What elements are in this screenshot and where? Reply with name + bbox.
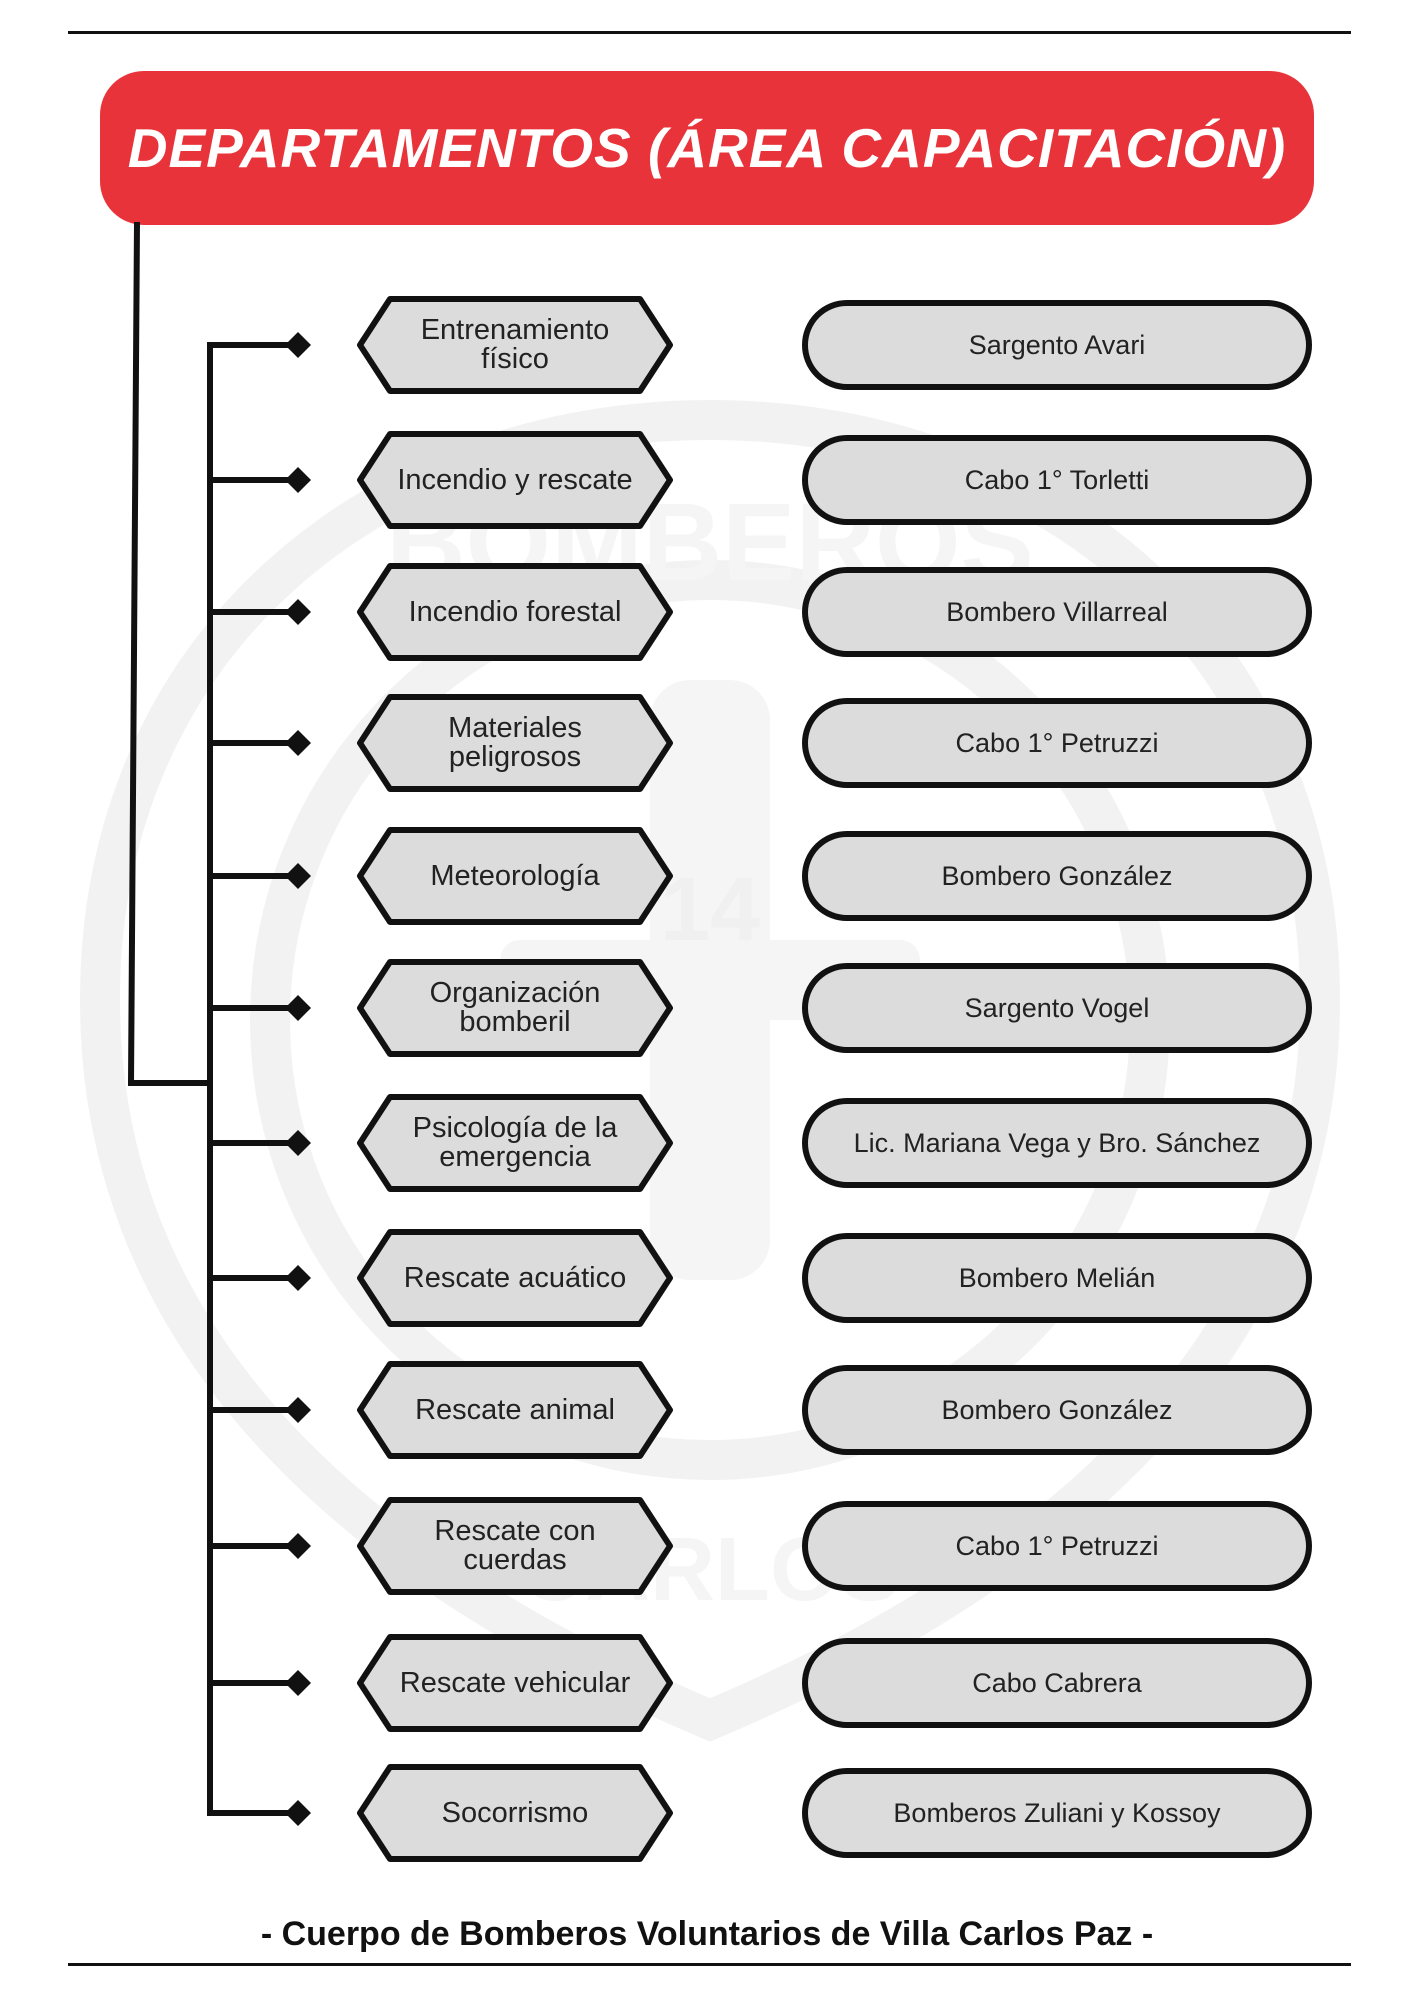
diamond-marker: [285, 1533, 311, 1559]
department-name: Rescate animal: [355, 1393, 675, 1426]
department-name-line: peligrosos: [448, 741, 582, 773]
department-hexagon: Incendio forestal: [355, 562, 675, 662]
diamond-marker: [285, 995, 311, 1021]
responsible-name: Bomberos Zuliani y Kossoy: [893, 1797, 1221, 1828]
diamond-marker: [285, 332, 311, 358]
diamond-marker: [285, 730, 311, 756]
responsible-name: Bombero Villarreal: [946, 596, 1168, 627]
department-hexagon: Meteorología: [355, 826, 675, 926]
top-rule: [68, 31, 1351, 34]
responsible-pill: Sargento Avari: [802, 300, 1312, 390]
responsible-name: Cabo 1° Torletti: [964, 464, 1150, 495]
department-name-line: Rescate vehicular: [399, 1666, 631, 1699]
department-name-line: Psicología de la: [412, 1112, 618, 1144]
department-name-line: emergencia: [439, 1141, 591, 1173]
diamond-marker: [285, 467, 311, 493]
hexagon-shape: [357, 1497, 673, 1595]
responsible-name: Sargento Avari: [968, 329, 1146, 360]
department-name-line: físico: [481, 343, 549, 375]
responsible-name: Bombero Melián: [958, 1262, 1156, 1293]
responsible-pill: Bombero Villarreal: [802, 567, 1312, 657]
hexagon-shape: [357, 1764, 673, 1862]
hexagon-shape: [357, 563, 673, 661]
page-title: DEPARTAMENTOS (ÁREA CAPACITACIÓN): [127, 117, 1287, 179]
hexagon-shape: [357, 1094, 673, 1192]
department-name: Incendio forestal: [355, 595, 675, 628]
hexagon-shape: [357, 959, 673, 1057]
department-name-line: cuerdas: [463, 1544, 567, 1576]
department-name-line: Rescate con: [434, 1515, 596, 1547]
responsible-pill: Lic. Mariana Vega y Bro. Sánchez: [802, 1098, 1312, 1188]
hexagon-shape: [357, 1361, 673, 1459]
diamond-marker: [285, 1130, 311, 1156]
department-name-line: Rescate acuático: [403, 1261, 627, 1294]
diamond-marker: [285, 599, 311, 625]
department-name-line: Rescate animal: [415, 1393, 615, 1426]
department-name-line: Incendio y rescate: [397, 463, 633, 496]
responsible-pill: Sargento Vogel: [802, 963, 1312, 1053]
department-name-line: Incendio forestal: [408, 595, 622, 628]
department-name-line: Entrenamiento: [420, 314, 610, 346]
department-name-line: Organización: [429, 977, 601, 1009]
department-hexagon: Rescate vehicular: [355, 1633, 675, 1733]
department-name: Rescate vehicular: [355, 1666, 675, 1699]
hexagon-shape: [357, 1634, 673, 1732]
diamond-marker: [285, 1670, 311, 1696]
department-name: Rescate acuático: [355, 1261, 675, 1294]
trunk-connector: [127, 221, 210, 1086]
title-banner: DEPARTAMENTOS (ÁREA CAPACITACIÓN): [100, 71, 1314, 225]
hexagon-shape: [357, 431, 673, 529]
department-name: Socorrismo: [355, 1796, 675, 1829]
diamond-marker: [285, 1800, 311, 1826]
diamond-marker: [285, 1397, 311, 1423]
hexagon-shape: [357, 296, 673, 394]
responsible-name: Bombero González: [941, 1394, 1173, 1425]
responsible-pill: Bomberos Zuliani y Kossoy: [802, 1768, 1312, 1858]
responsible-name: Cabo 1° Petruzzi: [955, 727, 1159, 758]
department-name-line: Socorrismo: [441, 1796, 589, 1829]
department-name-line: bomberil: [459, 1006, 571, 1038]
department-hexagon: Incendio y rescate: [355, 430, 675, 530]
department-hexagon: Rescate animal: [355, 1360, 675, 1460]
hexagon-shape: [357, 1229, 673, 1327]
responsible-pill: Cabo 1° Petruzzi: [802, 698, 1312, 788]
bottom-rule: [68, 1963, 1351, 1966]
diamond-marker: [285, 863, 311, 889]
responsible-name: Cabo 1° Petruzzi: [955, 1530, 1159, 1561]
watermark-number: 14: [660, 860, 760, 960]
responsible-pill: Bombero Melián: [802, 1233, 1312, 1323]
responsible-name: Lic. Mariana Vega y Bro. Sánchez: [853, 1127, 1261, 1158]
responsible-name: Cabo Cabrera: [972, 1667, 1142, 1698]
responsible-pill: Cabo 1° Torletti: [802, 435, 1312, 525]
responsible-pill: Cabo 1° Petruzzi: [802, 1501, 1312, 1591]
department-name-line: Materiales: [448, 712, 582, 744]
department-hexagon: Socorrismo: [355, 1763, 675, 1863]
responsible-pill: Bombero González: [802, 1365, 1312, 1455]
department-name-line: Meteorología: [430, 859, 600, 892]
diamond-marker: [285, 1265, 311, 1291]
responsible-pill: Bombero González: [802, 831, 1312, 921]
responsible-name: Sargento Vogel: [964, 992, 1150, 1023]
department-name: Incendio y rescate: [355, 463, 675, 496]
department-name: Meteorología: [355, 859, 675, 892]
footer-text: - Cuerpo de Bomberos Voluntarios de Vill…: [260, 1915, 1154, 1953]
hexagon-shape: [357, 827, 673, 925]
department-hexagon: Rescate acuático: [355, 1228, 675, 1328]
hexagon-shape: [357, 694, 673, 792]
responsible-pill: Cabo Cabrera: [802, 1638, 1312, 1728]
responsible-name: Bombero González: [941, 860, 1173, 891]
